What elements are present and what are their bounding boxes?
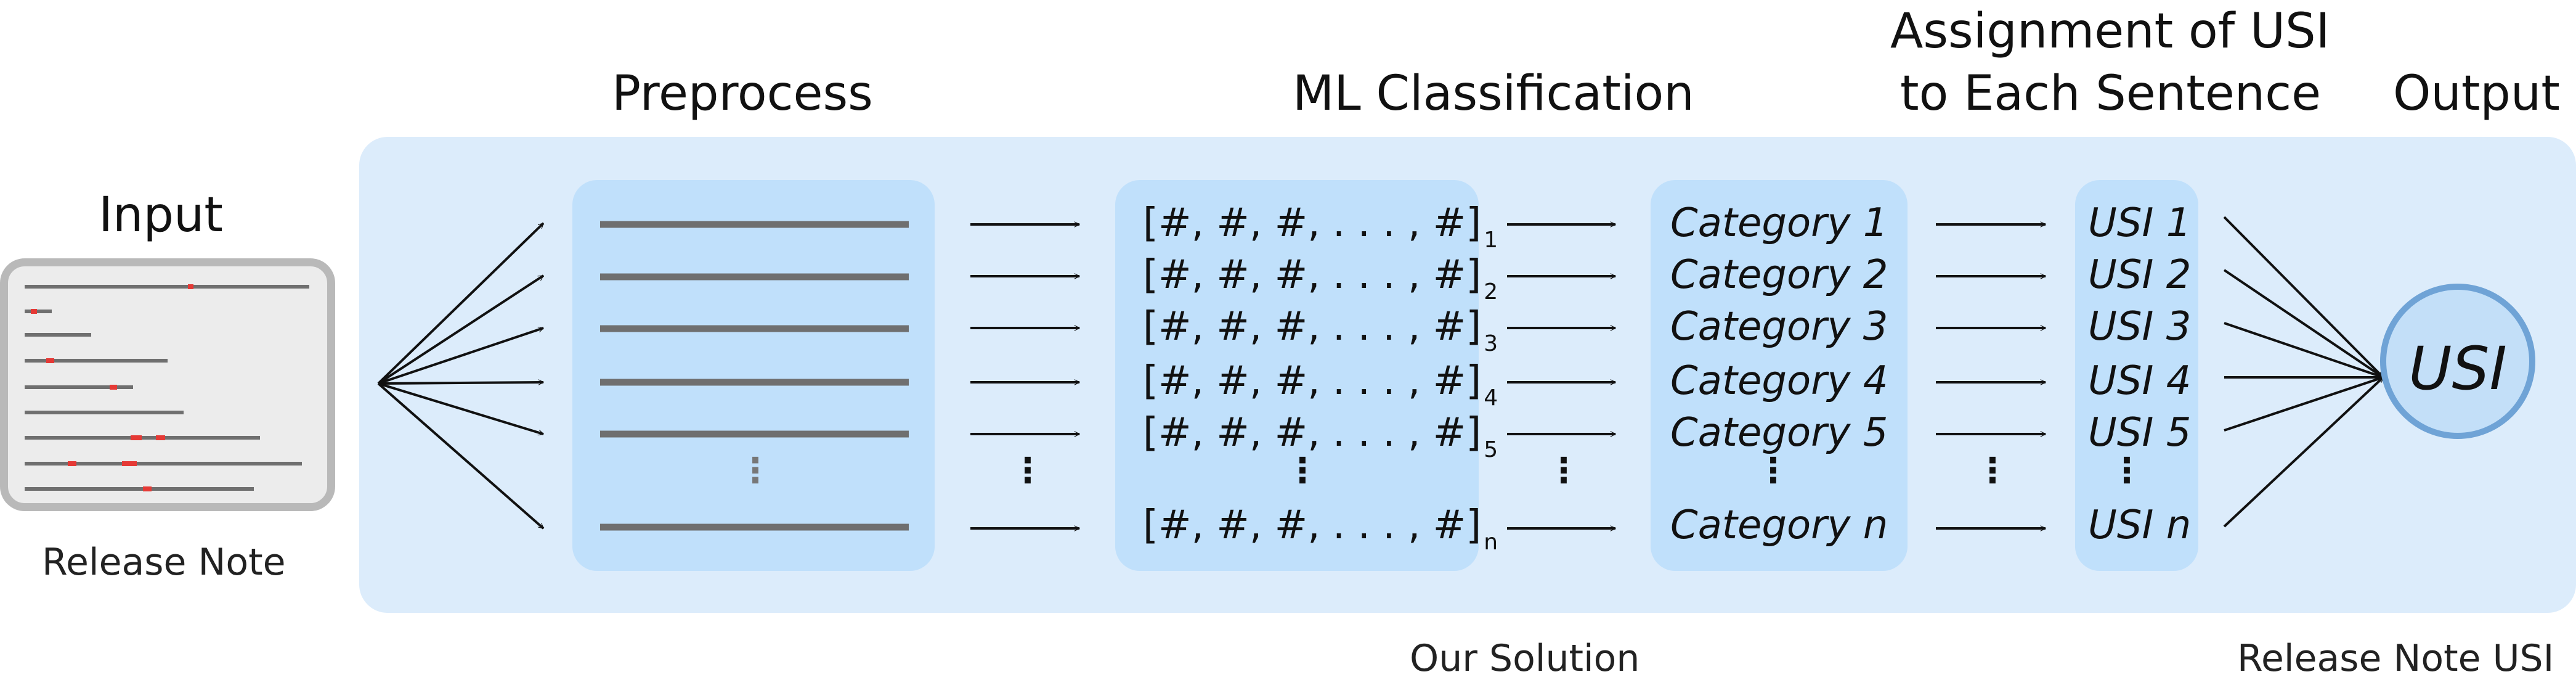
feature-vector: [#, #, #, . . . , #]3 bbox=[1143, 304, 1498, 355]
output-usi-circle bbox=[2380, 284, 2535, 439]
arrow-ellipsis-3: ⋮ bbox=[1975, 451, 2010, 491]
usi-label: USI 4 bbox=[2088, 358, 2192, 404]
input-fan-arrow bbox=[377, 274, 543, 385]
usi-box bbox=[2075, 180, 2198, 571]
usi-label: USI 1 bbox=[2088, 200, 2192, 246]
input-fan-arrow bbox=[378, 328, 543, 385]
vectors-box bbox=[1115, 180, 1479, 571]
preprocess-box bbox=[572, 180, 935, 571]
usi-label: USI 3 bbox=[2088, 304, 2192, 350]
feature-vector-text: [#, #, #, . . . , #] bbox=[1143, 252, 1482, 298]
category-label: Category 5 bbox=[1670, 410, 1888, 456]
input-fan-arrow bbox=[377, 222, 545, 385]
feature-vector-index: 2 bbox=[1484, 279, 1498, 305]
usi-label: USI 2 bbox=[2088, 252, 2192, 298]
input-fan-arrow bbox=[378, 382, 543, 434]
usi-to-output-arrow bbox=[2224, 377, 2383, 432]
header-assignment-line1: Assignment of USI bbox=[1890, 4, 2330, 59]
category-label: Category 4 bbox=[1670, 358, 1888, 404]
category-label: Category 3 bbox=[1670, 304, 1888, 350]
usi-label: USI n bbox=[2088, 502, 2192, 548]
usi-label: USI 5 bbox=[2088, 410, 2192, 456]
feature-vector-index: n bbox=[1484, 530, 1498, 555]
usi-to-output-arrow bbox=[2223, 216, 2384, 379]
output-usi-label: USI bbox=[2408, 334, 2507, 403]
caption-release-note: Release Note bbox=[42, 541, 286, 584]
feature-vector: [#, #, #, . . . , #]1 bbox=[1143, 200, 1498, 252]
input-fan-arrow bbox=[378, 382, 543, 384]
release-note-document bbox=[0, 258, 335, 511]
usi-to-output-arrow bbox=[2224, 322, 2383, 377]
header-assignment-line2: to Each Sentence bbox=[1900, 66, 2322, 121]
feature-vector-index: 1 bbox=[1484, 228, 1498, 253]
feature-vector-text: [#, #, #, . . . , #] bbox=[1143, 358, 1482, 404]
vectors-ellipsis: ⋮ bbox=[1285, 451, 1320, 491]
feature-vector-text: [#, #, #, . . . , #] bbox=[1143, 410, 1482, 456]
feature-vector-index: 4 bbox=[1484, 385, 1498, 411]
input-fan-arrow bbox=[377, 382, 545, 530]
usi-to-output-arrow bbox=[2223, 269, 2383, 379]
feature-vector: [#, #, #, . . . , #]2 bbox=[1143, 252, 1498, 303]
feature-vector-index: 3 bbox=[1484, 331, 1498, 356]
category-label: Category 2 bbox=[1670, 252, 1888, 298]
caption-our-solution: Our Solution bbox=[1410, 637, 1640, 680]
caption-release-note-usi: Release Note USI bbox=[2237, 637, 2554, 680]
usi-to-output-arrow bbox=[2223, 376, 2384, 528]
usi-ellipsis: ⋮ bbox=[2110, 451, 2144, 491]
arrow-ellipsis-1: ⋮ bbox=[1010, 451, 1045, 491]
category-label: Category n bbox=[1670, 502, 1888, 548]
header-input: Input bbox=[99, 187, 223, 243]
categories-ellipsis: ⋮ bbox=[1756, 451, 1790, 491]
feature-vector: [#, #, #, . . . , #]4 bbox=[1143, 358, 1498, 409]
feature-vector-index: 5 bbox=[1484, 437, 1498, 462]
preprocess-ellipsis: ⋮ bbox=[738, 451, 773, 491]
arrow-ellipsis-2: ⋮ bbox=[1546, 451, 1581, 491]
header-output: Output bbox=[2393, 66, 2560, 121]
feature-vector-text: [#, #, #, . . . , #] bbox=[1143, 502, 1482, 548]
feature-vector-text: [#, #, #, . . . , #] bbox=[1143, 304, 1482, 350]
feature-vector: [#, #, #, . . . , #]n bbox=[1143, 506, 1498, 554]
category-label: Category 1 bbox=[1670, 200, 1888, 246]
header-preprocess: Preprocess bbox=[612, 66, 873, 121]
header-ml-classification: ML Classification bbox=[1293, 66, 1694, 121]
categories-box bbox=[1651, 180, 1908, 571]
feature-vector: [#, #, #, . . . , #]5 bbox=[1143, 410, 1498, 461]
feature-vector-text: [#, #, #, . . . , #] bbox=[1143, 200, 1482, 246]
